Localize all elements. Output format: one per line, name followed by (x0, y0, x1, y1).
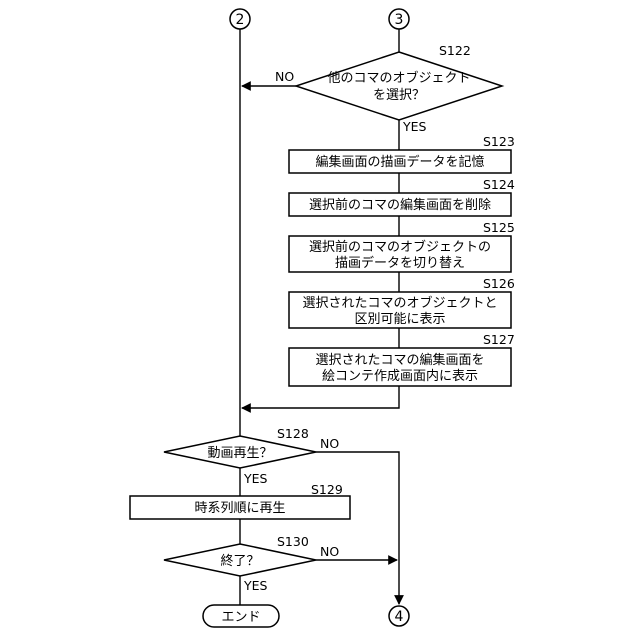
process-s123: S123 編集画面の描画データを記憶 (289, 134, 515, 173)
s122-step-label: S122 (439, 43, 471, 58)
s125-text-line2: 描画データを切り替え (335, 255, 465, 271)
process-s126: S126 選択されたコマのオブジェクトと 区別可能に表示 (289, 276, 515, 328)
connector-4: 4 (389, 606, 409, 626)
s124-step-label: S124 (483, 177, 515, 192)
s122-text-line2: を選択？ (373, 88, 425, 103)
s124-text: 選択前のコマの編集画面を削除 (309, 197, 491, 213)
process-s124: S124 選択前のコマの編集画面を削除 (289, 177, 515, 216)
connector-4-label: 4 (395, 609, 404, 625)
s130-text: 終了？ (220, 553, 259, 569)
s122-yes-label: YES (402, 119, 427, 134)
s127-step-label: S127 (483, 332, 515, 347)
s123-text: 編集画面の描画データを記憶 (315, 154, 484, 170)
s129-text: 時系列順に再生 (194, 501, 285, 516)
end-label: エンド (221, 610, 260, 625)
s126-text-line2: 区別可能に表示 (354, 312, 445, 327)
s128-step-label: S128 (277, 426, 309, 441)
s130-yes-label: YES (243, 578, 268, 593)
decision-s128: S128 動画再生？ NO YES (164, 426, 339, 486)
s125-step-label: S125 (483, 220, 515, 235)
decision-s130: S130 終了？ NO YES (164, 534, 339, 593)
connector-3: 3 (389, 9, 409, 29)
s122-text-line1: 他のコマのオブジェクト (327, 70, 470, 86)
s130-no-label: NO (320, 544, 339, 559)
s128-text: 動画再生？ (207, 446, 272, 461)
s127-text-line1: 選択されたコマの編集画面を (315, 352, 484, 368)
s122-no-label: NO (275, 69, 294, 84)
s128-no-arrow (316, 452, 399, 604)
s129-step-label: S129 (311, 482, 343, 497)
process-s127: S127 選択されたコマの編集画面を 絵コンテ作成画面内に表示 (289, 332, 515, 386)
decision-s122: S122 他のコマのオブジェクト を選択？ NO YES (275, 43, 502, 134)
connector-2-label: 2 (236, 12, 245, 28)
s127-text-line2: 絵コンテ作成画面内に表示 (322, 368, 478, 384)
s125-text-line1: 選択前のコマのオブジェクトの (309, 239, 491, 255)
connector-3-label: 3 (395, 12, 404, 28)
s128-no-label: NO (320, 436, 339, 451)
terminal-end: エンド (203, 605, 279, 627)
process-s125: S125 選択前のコマのオブジェクトの 描画データを切り替え (289, 220, 515, 272)
s130-step-label: S130 (277, 534, 309, 549)
s126-text-line1: 選択されたコマのオブジェクトと (302, 295, 497, 311)
connector-2: 2 (230, 9, 250, 29)
s123-step-label: S123 (483, 134, 515, 149)
return-arrow-to-main (242, 386, 399, 408)
s126-step-label: S126 (483, 276, 515, 291)
s128-yes-label: YES (243, 471, 268, 486)
